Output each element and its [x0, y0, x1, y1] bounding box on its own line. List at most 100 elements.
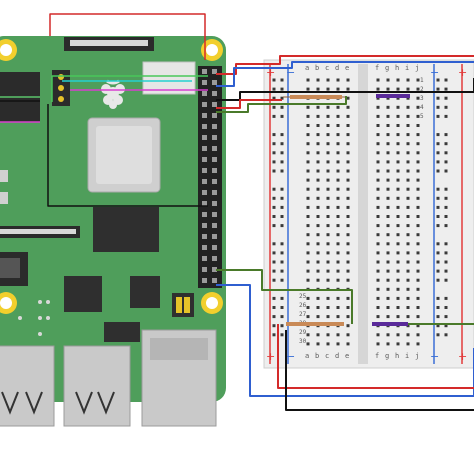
breadboard-hole	[376, 78, 380, 82]
column-letter-e: e	[345, 64, 349, 72]
breadboard-hole	[396, 215, 400, 218]
column-letter-h: h	[395, 64, 399, 72]
breadboard-hole	[346, 187, 350, 191]
breadboard-hole	[346, 260, 350, 264]
breadboard-hole	[406, 196, 410, 200]
breadboard-hole	[396, 296, 400, 300]
rail-hole	[272, 151, 276, 155]
breadboard-hole	[416, 151, 420, 155]
breadboard-hole	[336, 87, 340, 91]
breadboard-hole	[346, 224, 350, 228]
rail-hole	[444, 169, 448, 173]
breadboard-hole	[306, 124, 310, 127]
breadboard-hole	[416, 178, 420, 182]
breadboard-hole	[326, 315, 330, 319]
rail-hole	[280, 224, 284, 228]
breadboard-hole	[386, 287, 390, 291]
breadboard-hole	[406, 215, 410, 218]
breadboard-hole	[336, 215, 340, 218]
rail-hole	[436, 242, 440, 246]
breadboard-hole	[406, 306, 410, 309]
resistor-top	[283, 95, 346, 99]
column-letter-d: d	[335, 352, 339, 360]
breadboard-hole	[396, 114, 400, 118]
wire-green-bottom	[216, 269, 353, 324]
rail-hole	[444, 269, 448, 273]
breadboard-hole	[306, 133, 310, 137]
breadboard-hole	[396, 187, 400, 191]
breadboard-hole	[326, 205, 330, 209]
rail-hole	[436, 114, 440, 118]
rail-hole	[444, 242, 448, 246]
rail-hole	[444, 133, 448, 137]
breadboard-hole	[306, 315, 310, 319]
ethernet-port	[141, 329, 217, 427]
breadboard-hole	[386, 178, 390, 182]
breadboard-hole	[416, 287, 420, 291]
breadboard-hole	[396, 205, 400, 209]
breadboard-hole	[336, 251, 340, 255]
breadboard-hole	[396, 151, 400, 155]
center-channel	[358, 64, 368, 364]
row-number-30: 30	[299, 338, 307, 345]
breadboard-hole	[376, 196, 380, 200]
gpio-pin	[202, 256, 207, 261]
rail-hole	[280, 151, 284, 155]
breadboard-hole	[416, 324, 420, 328]
breadboard-holes	[272, 78, 448, 346]
column-letter-c: c	[325, 64, 329, 72]
breadboard-hole	[406, 242, 410, 246]
breadboard-hole	[346, 278, 350, 282]
breadboard-hole	[376, 287, 380, 291]
breadboard-hole	[316, 233, 320, 237]
rail-hole	[280, 196, 284, 200]
breadboard-hole	[316, 151, 320, 155]
breadboard-hole	[336, 278, 340, 282]
row-number-3: 3	[420, 95, 424, 102]
breadboard-hole	[396, 133, 400, 137]
breadboard-hole	[306, 78, 310, 82]
gpio-pin	[212, 267, 217, 272]
breadboard-hole	[396, 315, 400, 319]
rail-hole	[436, 105, 440, 109]
breadboard-hole	[396, 96, 400, 100]
breadboard-hole	[346, 215, 350, 218]
gpio-pin	[212, 80, 217, 85]
rail-hole	[280, 278, 284, 282]
usb-port-right	[63, 345, 131, 427]
wire-blue-top	[216, 61, 474, 87]
rail-hole	[444, 215, 448, 218]
breadboard-hole	[326, 160, 330, 164]
rail-hole	[444, 105, 448, 109]
rail-minus-right-bottom: −	[430, 350, 439, 363]
rail-hole	[272, 333, 276, 337]
wires	[0, 13, 474, 411]
breadboard-hole	[326, 242, 330, 246]
gpio-pin	[212, 201, 217, 206]
column-letter-g: g	[385, 64, 389, 72]
gpio-pin	[212, 113, 217, 118]
breadboard-hole	[316, 333, 320, 337]
breadboard-hole	[326, 306, 330, 309]
rail-hole	[444, 260, 448, 264]
breadboard-hole	[386, 242, 390, 246]
breadboard-hole	[336, 233, 340, 237]
breadboard-hole	[326, 224, 330, 228]
breadboard-hole	[346, 133, 350, 137]
breadboard-hole	[396, 224, 400, 228]
rail-hole	[272, 187, 276, 191]
rail-hole	[436, 260, 440, 264]
breadboard-hole	[406, 205, 410, 209]
breadboard-hole	[346, 233, 350, 237]
breadboard-hole	[386, 133, 390, 137]
wire-black-gnd-board	[47, 104, 208, 207]
breadboard-hole	[376, 260, 380, 264]
breadboard-hole	[346, 124, 350, 127]
column-letter-e: e	[345, 352, 349, 360]
rail-hole	[280, 242, 284, 246]
breadboard-hole	[306, 114, 310, 118]
breadboard-hole	[316, 133, 320, 137]
wire-red-3v3	[216, 55, 474, 75]
rail-hole	[444, 160, 448, 164]
